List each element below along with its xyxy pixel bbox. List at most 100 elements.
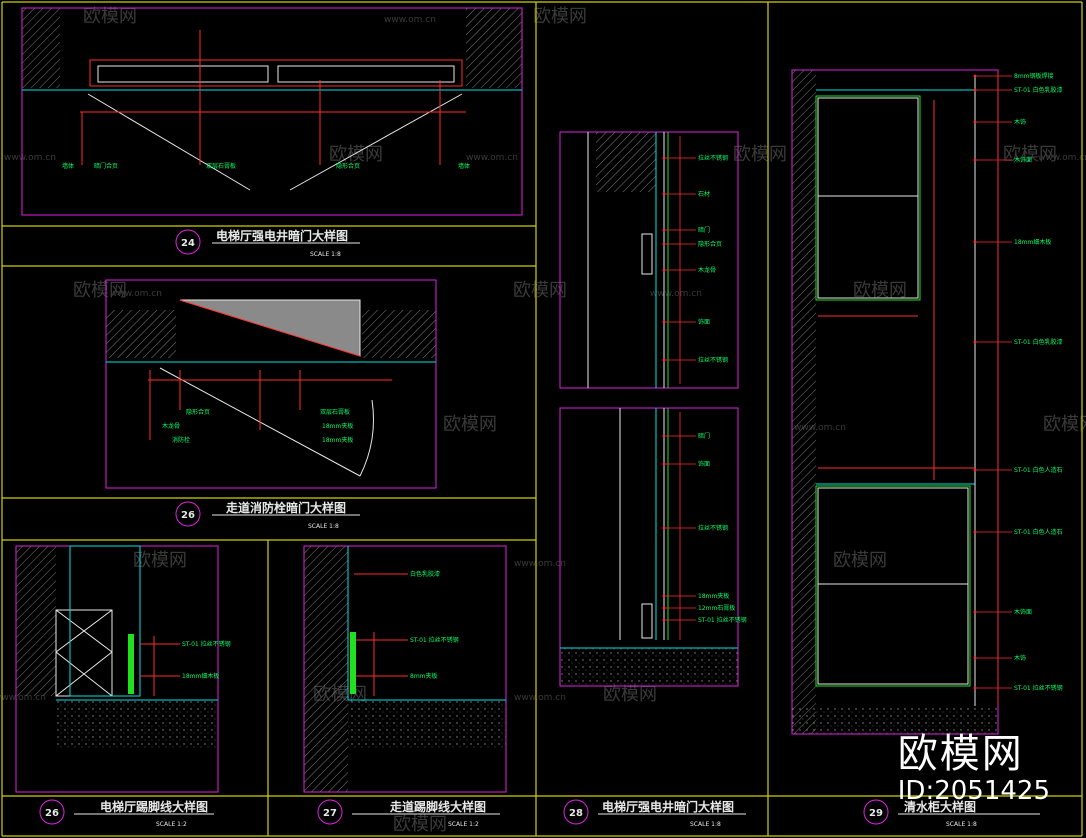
drawing-number: 29 — [869, 808, 883, 819]
d28-leader-dot — [662, 606, 666, 610]
drawing-number: 26 — [181, 510, 195, 521]
d24-wall-right — [466, 8, 522, 88]
d29-lower-cabinet — [817, 487, 969, 685]
d28-wall-hatch-top — [596, 132, 656, 192]
title-block-27: 27 走道踢脚线大样图 SCALE 1:2 — [317, 799, 500, 828]
brand-badge: 欧模网 ID:2051425 — [898, 734, 1050, 804]
watermark-url: www.om.cn — [1038, 153, 1086, 163]
drawing-scale: SCALE 1:2 — [448, 821, 479, 828]
d29-upper-green — [815, 95, 921, 301]
badge-id: ID:2051425 — [897, 776, 1050, 806]
d27-label: ST-01 拉丝不锈钢 — [410, 636, 459, 644]
d28-leader-dot — [662, 358, 666, 362]
d28-labels: 拉丝不锈钢 石材 暗门 隐形合页 木龙骨 饰面 拉丝不锈钢 暗门 饰面 拉丝不锈… — [698, 154, 747, 624]
title-block-28: 28 电梯厅强电井暗门大样图 SCALE 1:8 — [563, 799, 746, 828]
d24-border — [21, 7, 523, 216]
d26-label: 消防栓 — [172, 436, 190, 444]
d26-hydrant-diagonal — [179, 299, 361, 357]
detail-26-drawing: 隐形合页 木龙骨 消防栓 双层石膏板 18mm夹板 18mm夹板 — [105, 279, 437, 489]
drawing-scale: SCALE 1:2 — [156, 821, 187, 828]
d29-label: ST-01 白色乳胶漆 — [1014, 338, 1063, 346]
watermark-url: www.om.cn — [4, 153, 56, 163]
d24-label: 暗门合页 — [94, 162, 118, 170]
d28-label: 拉丝不锈钢 — [698, 524, 728, 532]
d29-label: 18mm细木板 — [1014, 238, 1051, 246]
d29-leader-dot — [973, 530, 977, 534]
d26-border — [105, 279, 437, 489]
d24-door-swing-right — [289, 93, 463, 191]
d28-leader-dot — [662, 268, 666, 272]
d29-label: 木饰面 — [1014, 156, 1032, 164]
d27-labels: 白色乳胶漆 ST-01 拉丝不锈钢 8mm夹板 — [410, 570, 459, 680]
d28-leader-dot — [662, 192, 666, 196]
title-block-24: 24 电梯厅强电井暗门大样图 SCALE 1:8 — [175, 228, 360, 258]
watermark-brand: 欧模网 — [329, 144, 383, 165]
d29-leader-dot — [973, 158, 977, 162]
d28-hinge-bottom — [641, 603, 653, 639]
d28-label: 12mm石膏板 — [698, 604, 735, 612]
badge-brand: 欧模网 — [897, 731, 1024, 777]
drawing-number-circle — [39, 799, 65, 825]
d26b-label: 18mm细木板 — [182, 672, 219, 680]
d26b-timber-frame — [55, 609, 113, 697]
d28-label: 饰面 — [698, 460, 710, 468]
drawing-scale: SCALE 1:8 — [310, 251, 341, 258]
d29-wall-hatch — [792, 70, 816, 734]
drawing-scale: SCALE 1:8 — [690, 821, 721, 828]
title-block-26b: 26 电梯厅踢脚线大样图 SCALE 1:2 — [39, 799, 214, 828]
d29-floor-hatch — [792, 706, 998, 734]
drawing-number-circle — [175, 501, 201, 527]
d29-upper-cabinet — [817, 97, 919, 299]
d24-door-panel-b — [277, 65, 455, 83]
detail-27-drawing: 白色乳胶漆 ST-01 拉丝不锈钢 8mm夹板 — [303, 545, 507, 793]
watermark-brand: 欧模网 — [83, 6, 137, 27]
d28-leader-dot — [662, 228, 666, 232]
d26b-label: ST-01 拉丝不锈钢 — [182, 640, 231, 648]
d28-leader-dot — [662, 618, 666, 622]
d29-label: 木饰 — [1014, 654, 1026, 662]
drawing-title: 电梯厅强电井暗门大样图 — [602, 799, 734, 814]
d26b-timber-x2 — [55, 609, 113, 653]
d26-labels: 隐形合页 木龙骨 消防栓 双层石膏板 18mm夹板 18mm夹板 — [162, 408, 353, 444]
d29-label: ST-01 白色人造石 — [1014, 528, 1063, 536]
d27-wall-hatch — [304, 546, 348, 792]
watermark-brand: 欧模网 — [833, 550, 887, 571]
d28-label: 木龙骨 — [698, 266, 716, 274]
detail-28-drawing: 拉丝不锈钢 石材 暗门 隐形合页 木龙骨 饰面 拉丝不锈钢 暗门 饰面 拉丝不锈… — [559, 131, 747, 687]
drawing-number-circle — [175, 229, 201, 255]
d24-door-swing-left — [87, 93, 251, 191]
drawing-title: 电梯厅强电井暗门大样图 — [216, 228, 348, 243]
watermark-brand: 欧模网 — [513, 280, 567, 301]
watermark-url: www.om.cn — [466, 153, 518, 163]
d29-leader-dot — [973, 88, 977, 92]
drawing-number-circle — [863, 799, 889, 825]
d28-hinge-top — [641, 233, 653, 275]
d28-leader-dot — [662, 526, 666, 530]
watermark-url: www.om.cn — [110, 289, 162, 299]
watermark-url: www.om.cn — [0, 693, 46, 703]
d28-leader-dot — [662, 462, 666, 466]
drawing-number: 26 — [45, 808, 59, 819]
d26-wall-right — [362, 310, 436, 358]
detail-26b-drawing: ST-01 拉丝不锈钢 18mm细木板 — [15, 545, 231, 793]
d28-label: ST-01 拉丝不锈钢 — [698, 616, 747, 624]
detail-29-drawing: 8mm钢板焊接 ST-01 白色乳胶漆 木饰 木饰面 18mm细木板 ST-01… — [791, 69, 1063, 735]
d29-leader-dot — [973, 120, 977, 124]
watermark-brand: 欧模网 — [1043, 414, 1086, 435]
watermark-brand: 欧模网 — [603, 684, 657, 705]
drawing-number: 28 — [569, 808, 583, 819]
d26-label: 木龙骨 — [162, 422, 180, 430]
d24-door-panel-a — [97, 65, 269, 83]
d29-leader-dot — [973, 468, 977, 472]
drawing-scale: SCALE 1:8 — [946, 821, 977, 828]
d24-label: 墙体 — [458, 162, 470, 170]
d26-label: 隐形合页 — [186, 408, 210, 416]
d29-labels: 8mm钢板焊接 ST-01 白色乳胶漆 木饰 木饰面 18mm细木板 ST-01… — [1014, 72, 1063, 692]
d29-label: ST-01 白色乳胶漆 — [1014, 86, 1063, 94]
d24-label: 墙体 — [62, 162, 74, 170]
drawing-number-circle — [563, 799, 589, 825]
d26b-cyan-panel — [69, 545, 141, 697]
d26-wall-left — [106, 310, 176, 358]
d29-leader-dot — [973, 240, 977, 244]
